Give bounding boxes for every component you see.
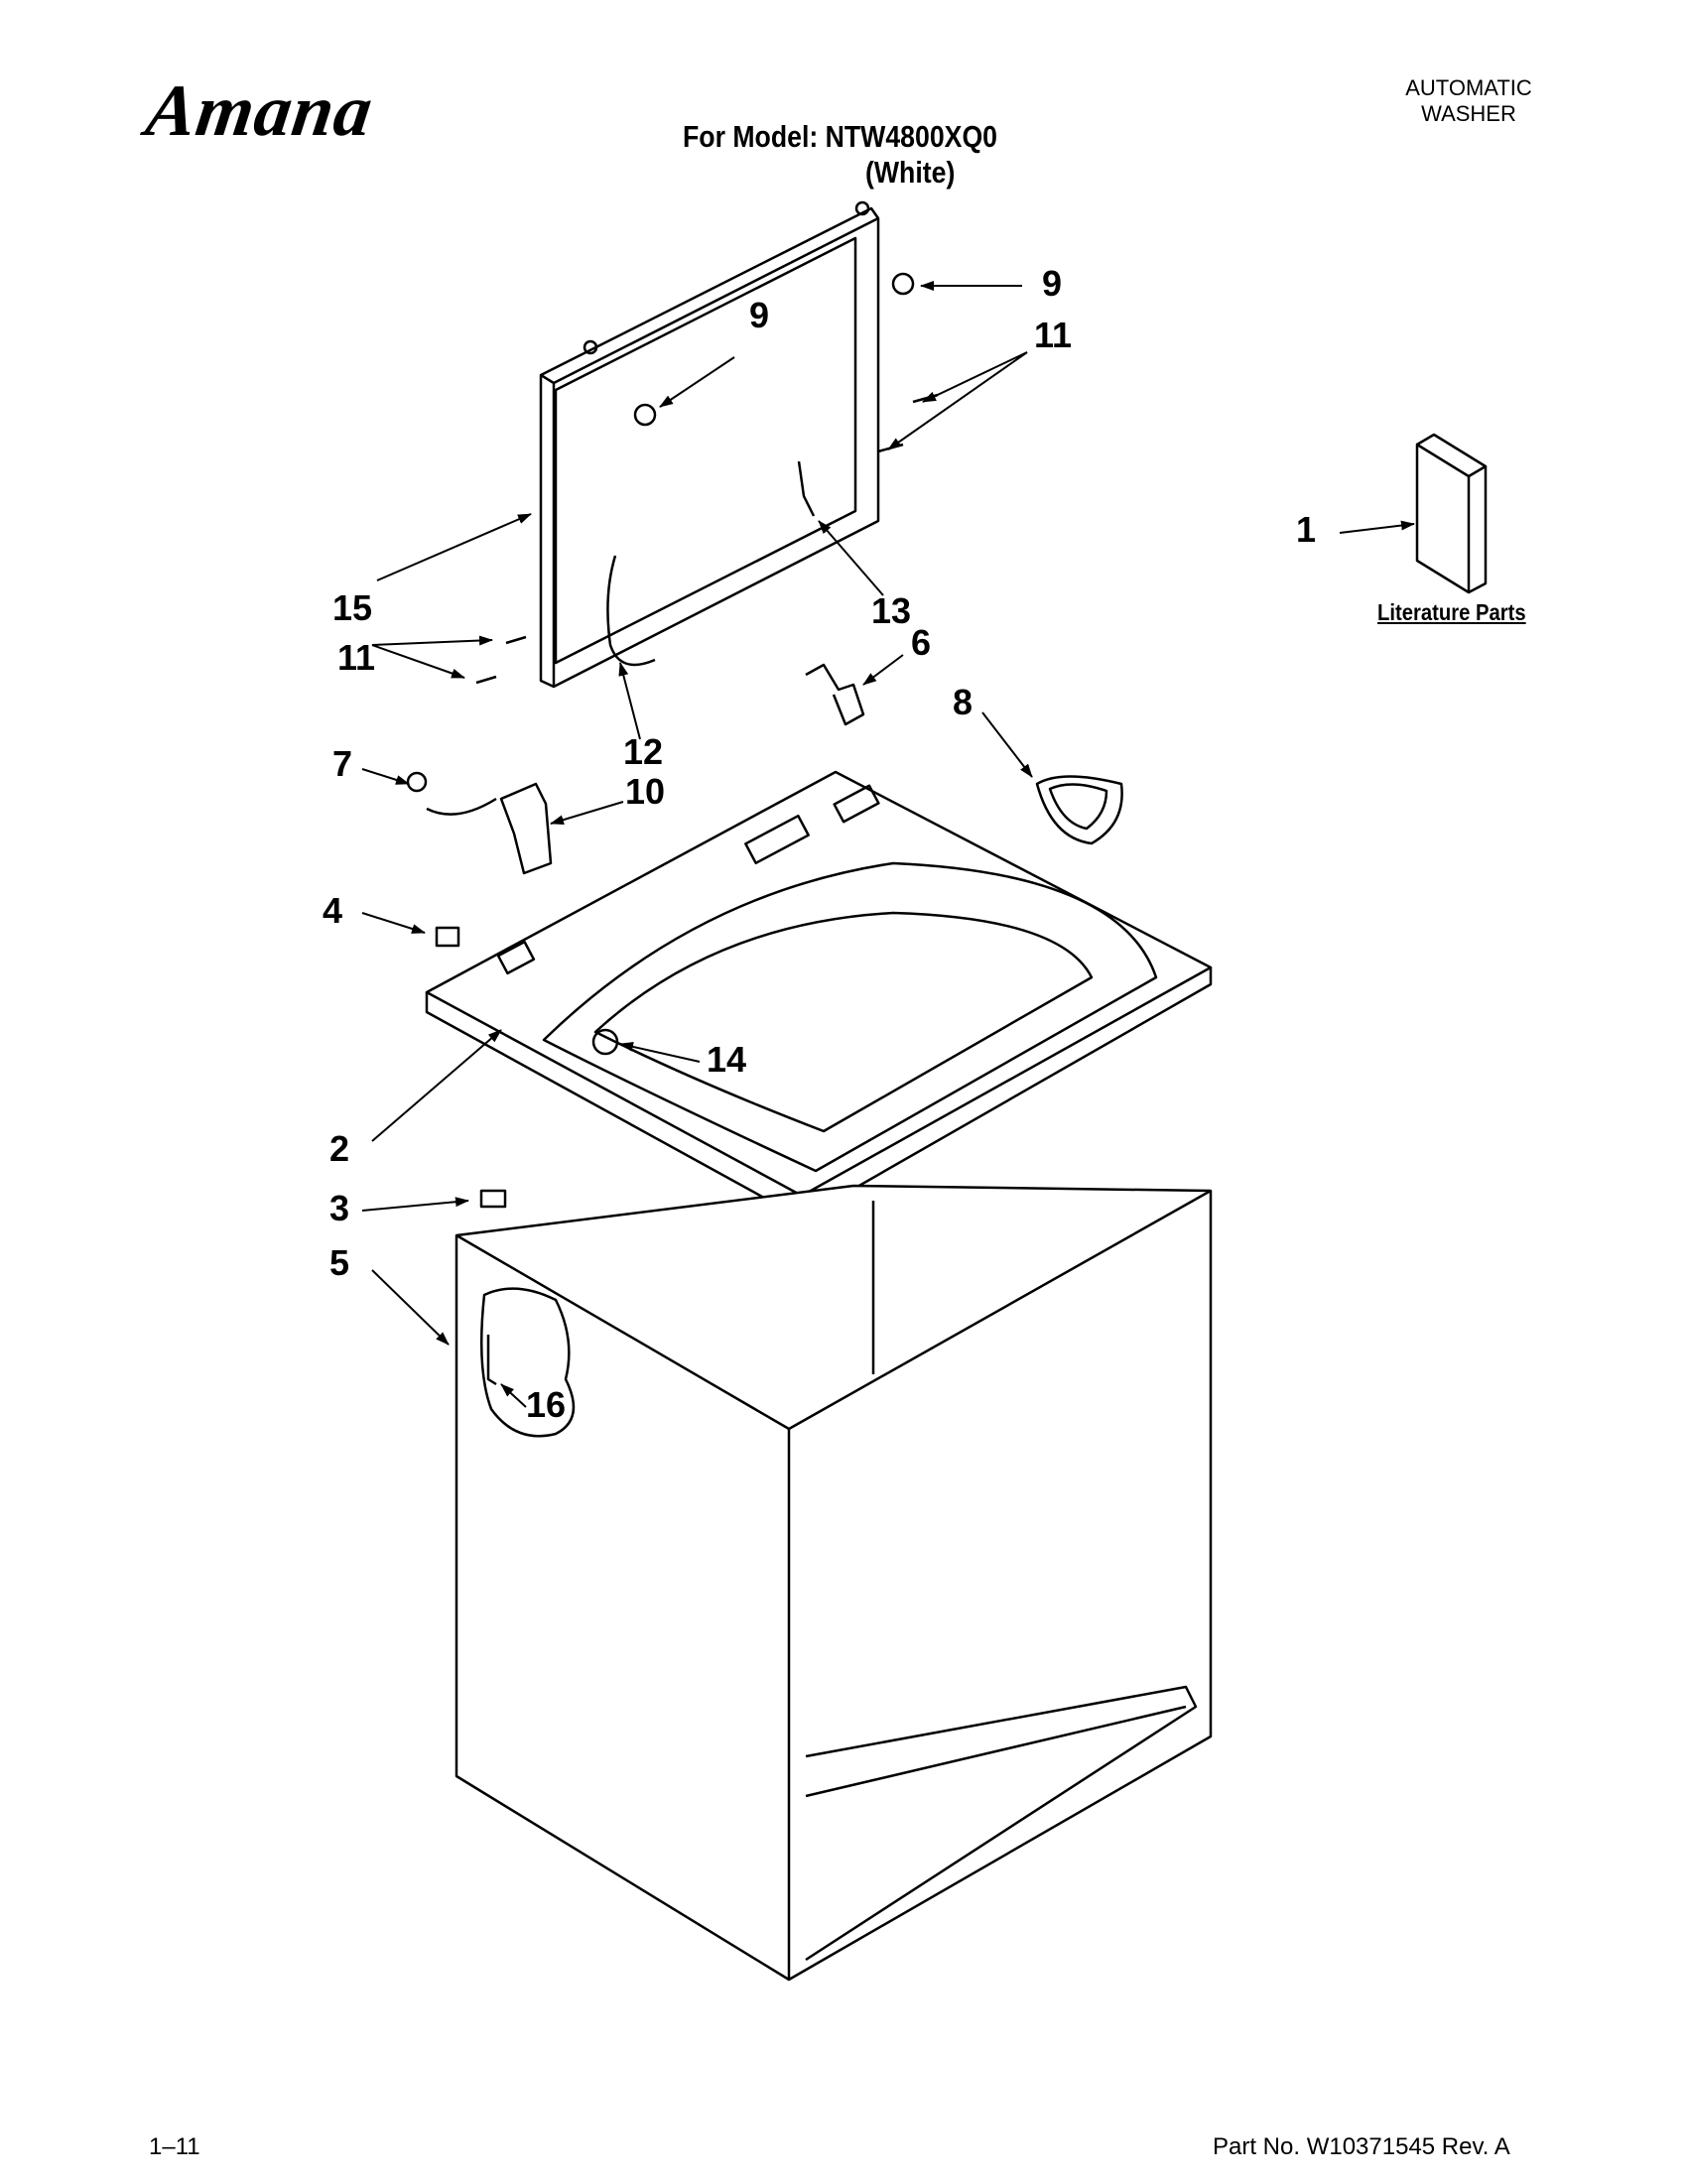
cabinet (454, 1184, 1213, 1982)
callout-13: 13 (871, 590, 912, 631)
callout-16: 16 (526, 1384, 567, 1425)
callout-10: 10 (625, 771, 666, 812)
cabinet-cutaway (479, 1287, 576, 1438)
model-title: For Model: NTW4800XQ0 (683, 119, 998, 154)
screw-11d (475, 675, 497, 685)
callout-4: 4 (323, 890, 343, 931)
lid-hinge-rod (606, 555, 656, 667)
callout-15: 15 (332, 587, 373, 628)
lid-bumper (797, 460, 816, 517)
callout-7: 7 (332, 743, 353, 784)
model-color: (White) (865, 155, 956, 190)
callout-8: 8 (953, 682, 974, 722)
dispenser-cup (1035, 775, 1123, 845)
callout-2: 2 (329, 1128, 350, 1169)
top-panel (425, 770, 1213, 1220)
page-number: 1–11 (149, 2133, 200, 2160)
callout-arrows (361, 281, 1415, 1408)
callout-14: 14 (707, 1039, 747, 1080)
callout-6: 6 (911, 622, 932, 663)
callout-9: 9 (749, 295, 770, 335)
callout-11: 11 (1034, 315, 1073, 355)
screw-16 (486, 1335, 497, 1386)
callout-9: 9 (1042, 263, 1063, 304)
hinge-clip (805, 663, 865, 726)
callout-1: 1 (1296, 509, 1317, 550)
screw-11c (505, 635, 527, 645)
literature-book (1415, 433, 1488, 594)
clip-3 (479, 1189, 507, 1209)
lid-part (539, 200, 880, 689)
callout-12: 12 (623, 731, 664, 772)
callout-11: 11 (337, 637, 376, 678)
lid-switch (499, 782, 553, 875)
drain-plug-14 (591, 1028, 619, 1056)
literature-parts-label: Literature Parts (1377, 599, 1526, 625)
bumper-9a (633, 403, 657, 427)
clip-4 (435, 926, 460, 948)
product-type: AUTOMATIC WASHER (1405, 75, 1532, 126)
callout-5: 5 (329, 1242, 350, 1283)
part-number: Part No. W10371545 Rev. A (1213, 2133, 1510, 2160)
callout-3: 3 (329, 1188, 350, 1228)
screw-7 (406, 771, 428, 793)
bumper-9b (891, 272, 915, 296)
